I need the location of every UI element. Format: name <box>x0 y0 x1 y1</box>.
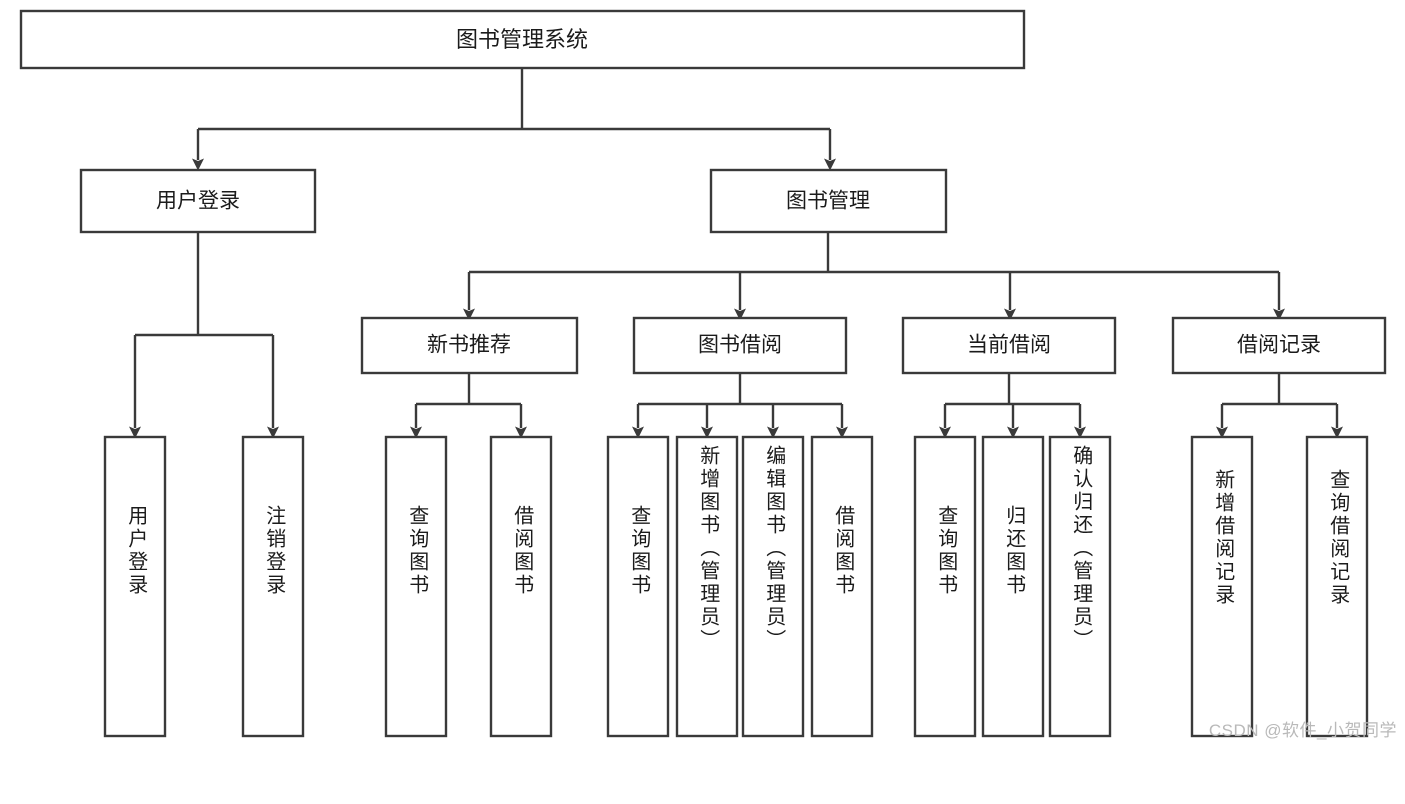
node-book-manage[interactable] <box>709 168 948 234</box>
leaf-box-user-login-1[interactable] <box>103 435 167 738</box>
leaf-box-book-borrow-3[interactable] <box>741 435 805 738</box>
leaf-box-user-login-2[interactable] <box>241 435 305 738</box>
tree-diagram-svg: 图书管理系统 用户登录 图书管理 新书推荐 图书借阅 当前借阅 借阅记录 <box>19 9 1387 738</box>
diagram-canvas: 图书管理系统 用户登录 图书管理 新书推荐 图书借阅 当前借阅 借阅记录 <box>19 9 1397 740</box>
node-current-borrow[interactable] <box>901 316 1117 375</box>
node-current-borrow-label: 当前借阅 <box>967 334 1051 357</box>
leaf-box-borrow-record-1[interactable] <box>1190 435 1254 738</box>
node-borrow-record[interactable] <box>1171 316 1387 375</box>
leaf-box-current-borrow-1[interactable] <box>913 435 977 738</box>
leaf-box-current-borrow-2[interactable] <box>981 435 1045 738</box>
node-user-login-label: 用户登录 <box>156 190 240 213</box>
node-borrow-record-label: 借阅记录 <box>1237 334 1321 357</box>
node-new-book[interactable] <box>360 316 579 375</box>
node-book-manage-label: 图书管理 <box>786 190 870 213</box>
node-book-borrow[interactable] <box>632 316 848 375</box>
leaf-box-book-borrow-1[interactable] <box>606 435 670 738</box>
node-root-label: 图书管理系统 <box>456 27 588 52</box>
leaf-box-new-book-2[interactable] <box>489 435 553 738</box>
leaf-box-borrow-record-2[interactable] <box>1305 435 1369 738</box>
node-book-borrow-label: 图书借阅 <box>698 334 782 357</box>
csdn-watermark: CSDN @软件_小贺同学 <box>1208 721 1397 740</box>
leaf-box-book-borrow-2[interactable] <box>675 435 739 738</box>
leaf-box-book-borrow-4[interactable] <box>810 435 874 738</box>
leaf-box-current-borrow-3[interactable] <box>1048 435 1112 738</box>
node-new-book-label: 新书推荐 <box>427 334 511 357</box>
leaf-box-new-book-1[interactable] <box>384 435 448 738</box>
node-root[interactable] <box>19 9 1026 70</box>
